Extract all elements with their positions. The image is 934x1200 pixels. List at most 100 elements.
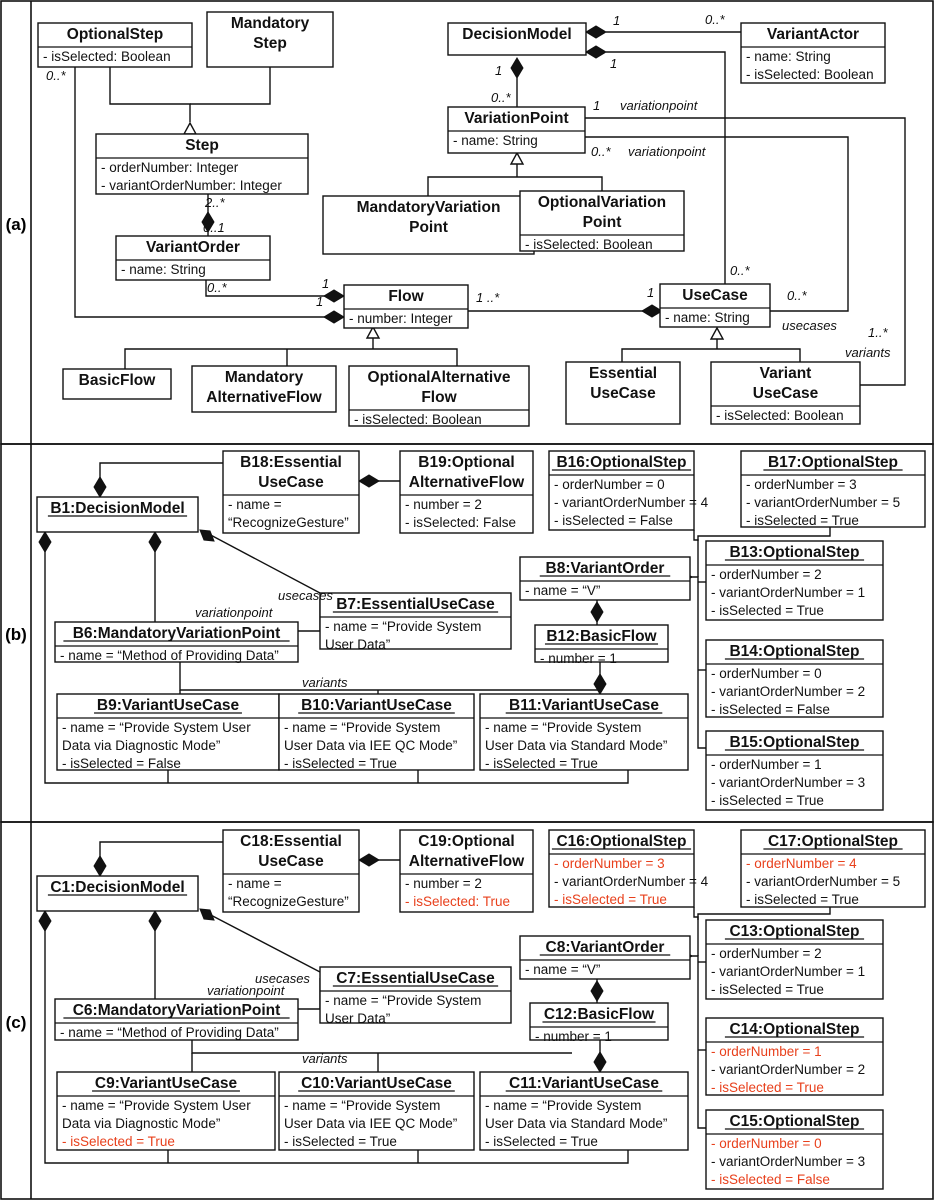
box-attribute: - name = “Method of Providing Data” — [60, 1025, 279, 1040]
optionalstep-flow-assoc — [74, 67, 344, 318]
box-title: DecisionModel — [462, 26, 571, 43]
assoc-label-m16: 0..* — [591, 144, 611, 159]
box-attribute: - variantOrderNumber: Integer — [101, 178, 282, 193]
box-title: OptionalVariation — [538, 194, 666, 211]
vp-usecase-assoc — [585, 136, 849, 312]
box-title: UseCase — [258, 853, 324, 870]
box-attribute: - name: String — [453, 133, 538, 148]
box-title: C1:DecisionModel — [50, 879, 184, 896]
box-title: B14:OptionalStep — [729, 643, 859, 660]
box-title: Mandatory — [231, 15, 310, 32]
box-attribute: - variantOrderNumber = 5 — [746, 495, 900, 510]
box-title: VariationPoint — [464, 110, 568, 127]
box-frame — [447, 106, 586, 154]
box-attribute: - name = “Method of Providing Data” — [60, 648, 279, 663]
box-frame — [548, 829, 695, 908]
assoc-label-m12: 1 — [495, 63, 502, 78]
box-attribute: - variantOrderNumber = 3 — [711, 775, 865, 790]
box-title: B17:OptionalStep — [768, 454, 898, 471]
box-attribute: - isSelected = False — [711, 1172, 830, 1187]
box-attribute: - variantOrderNumber = 3 — [711, 1154, 865, 1169]
c1-c6-diamond — [148, 910, 162, 932]
box-frame — [206, 11, 334, 68]
uml-box-a_euc: EssentialUseCase — [565, 361, 681, 425]
assoc-label-lb1: usecases — [278, 588, 333, 603]
box-title: OptionalStep — [67, 26, 163, 43]
box-attribute: - name = “Provide System — [485, 1098, 641, 1113]
uml-box-c_c16: C16:OptionalStep- orderNumber = 3- varia… — [548, 829, 709, 908]
box-frame — [319, 966, 512, 1024]
box-frame — [519, 190, 685, 252]
box-title: B15:OptionalStep — [729, 734, 859, 751]
assoc-label-m6: 1 — [316, 294, 323, 309]
uml-box-b_b17: B17:OptionalStep- orderNumber = 3- varia… — [740, 450, 926, 528]
vp-generalization-arrow — [509, 151, 525, 165]
assoc-label-m1: 0..* — [46, 68, 66, 83]
flow-optstep-diamond — [323, 310, 345, 324]
box-title: C13:OptionalStep — [729, 923, 859, 940]
box-attribute: - orderNumber = 0 — [711, 1136, 822, 1151]
box-attribute: - isSelected: Boolean — [746, 67, 874, 82]
box-title: AlternativeFlow — [206, 389, 322, 406]
box-attribute: - orderNumber = 3 — [554, 856, 665, 871]
box-attribute: - isSelected = True — [485, 1134, 598, 1149]
uml-box-c_c1: C1:DecisionModel — [36, 875, 199, 912]
dm-usecase-diamond — [585, 45, 607, 59]
assoc-label-m3: 0..1 — [203, 220, 225, 235]
box-attribute: - variantOrderNumber = 5 — [746, 874, 900, 889]
box-frame — [278, 693, 475, 771]
box-attribute: - name: String — [121, 262, 206, 277]
box-frame — [479, 693, 689, 771]
assoc-label-m17: variationpoint — [628, 144, 707, 159]
uml-box-a_vorder: VariantOrder- name: String — [115, 235, 271, 281]
box-attribute: User Data via IEE QC Mode” — [284, 1116, 457, 1131]
box-attribute: - isSelected = True — [711, 982, 824, 997]
box-frame — [740, 829, 926, 908]
assoc-label-m5: 1 — [322, 276, 329, 291]
box-attribute: User Data” — [325, 1011, 390, 1026]
uml-box-b_b12: B12:BasicFlow- number = 1 — [534, 624, 669, 666]
box-title: C18:Essential — [240, 833, 342, 850]
box-title: C15:OptionalStep — [729, 1113, 859, 1130]
box-frame — [95, 133, 309, 195]
c8-c12-diamond — [590, 980, 604, 1002]
uml-box-b_b8: B8:VariantOrder- name = “V” — [519, 556, 691, 601]
box-frame — [343, 284, 469, 329]
uml-box-c_c18: C18:EssentialUseCase- name =“RecognizeGe… — [222, 829, 360, 913]
assoc-label-m15: variationpoint — [620, 98, 699, 113]
uml-box-b_b16: B16:OptionalStep- orderNumber = 0- varia… — [548, 450, 709, 531]
box-frame — [54, 621, 299, 663]
box-frame — [56, 693, 280, 771]
box-title: UseCase — [753, 385, 819, 402]
box-title: C8:VariantOrder — [546, 939, 665, 956]
box-attribute: - isSelected = True — [711, 793, 824, 808]
box-attribute: - name = — [228, 876, 282, 891]
b8-steps-bus — [690, 576, 706, 749]
box-frame — [548, 450, 695, 531]
uml-box-b_b1: B1:DecisionModel — [36, 496, 199, 533]
box-title: Mandatory — [225, 369, 304, 386]
box-frame — [705, 730, 884, 811]
uml-box-b_b18: B18:EssentialUseCase- name =“RecognizeGe… — [222, 450, 360, 534]
uml-box-a_vactor: VariantActor- name: String- isSelected: … — [740, 22, 886, 84]
uml-box-a_usecase: UseCase- name: String — [659, 283, 771, 328]
box-attribute: - isSelected = False — [62, 756, 181, 771]
c18-c19-diamond — [358, 853, 380, 867]
box-title: B9:VariantUseCase — [97, 697, 240, 714]
box-title: B18:Essential — [240, 454, 342, 471]
box-attribute: - variantOrderNumber = 1 — [711, 585, 865, 600]
uml-box-c_c10: C10:VariantUseCase- name = “Provide Syst… — [278, 1071, 475, 1151]
box-frame — [278, 1071, 475, 1151]
box-title: Step — [253, 35, 287, 52]
box-title: B19:Optional — [418, 454, 514, 471]
box-attribute: - orderNumber = 2 — [711, 567, 822, 582]
box-attribute: - variantOrderNumber = 4 — [554, 495, 709, 510]
box-frame — [399, 450, 534, 534]
c17-link — [697, 907, 831, 920]
flow-vorder-diamond — [323, 289, 345, 303]
box-frame — [191, 365, 337, 413]
assoc-label-m21: 1..* — [868, 325, 888, 340]
